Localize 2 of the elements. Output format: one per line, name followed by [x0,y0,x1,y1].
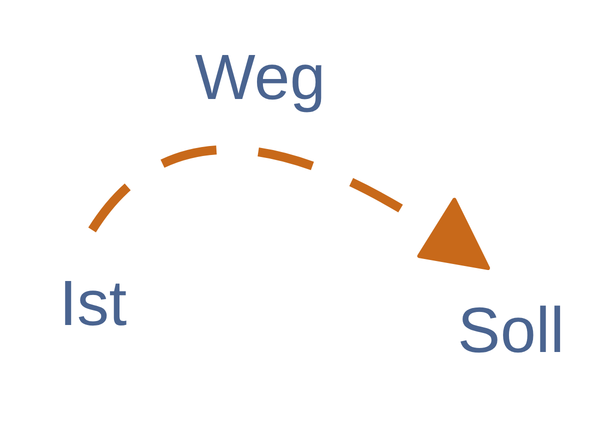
node-label: Ist [59,271,127,335]
node-label: Soll [458,298,564,362]
